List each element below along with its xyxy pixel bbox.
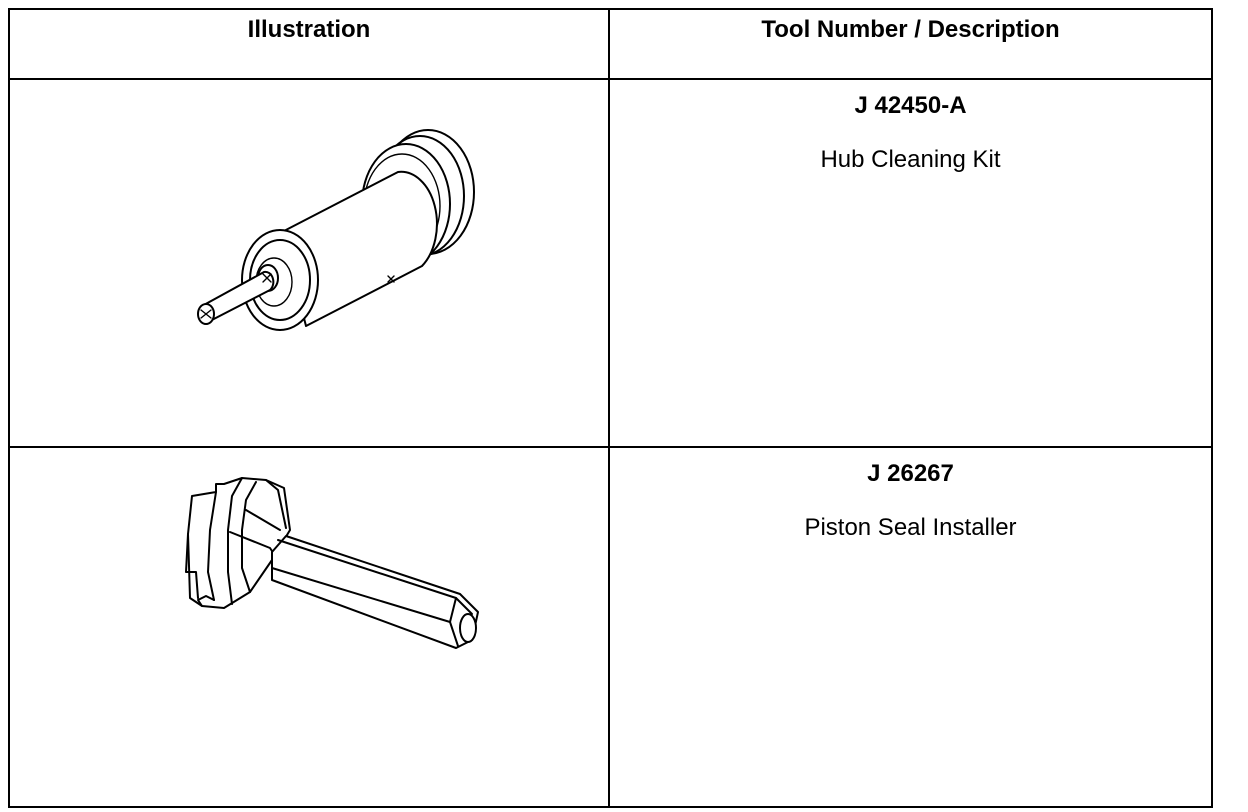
piston-seal-installer-icon — [185, 477, 479, 649]
tool-description: Piston Seal Installer — [804, 514, 1017, 541]
tool-cell: J 42450-A Hub Cleaning Kit — [608, 78, 1213, 448]
hub-cleaning-kit-icon — [197, 129, 475, 331]
tool-table: Illustration Tool Number / Description — [8, 8, 1213, 808]
illustration-cell — [8, 78, 610, 448]
tool-number: J 26267 — [867, 460, 954, 487]
table-row: J 42450-A Hub Cleaning Kit — [8, 78, 1213, 448]
table-row: J 26267 Piston Seal Installer — [8, 446, 1213, 808]
tool-cell: J 26267 Piston Seal Installer — [608, 446, 1213, 808]
tool-header: Tool Number / Description — [608, 8, 1213, 80]
header-row: Illustration Tool Number / Description — [8, 8, 1213, 80]
tool-number: J 42450-A — [854, 92, 967, 119]
illustration-header: Illustration — [8, 8, 610, 80]
tool-description: Hub Cleaning Kit — [820, 146, 1001, 173]
illustration-cell — [8, 446, 610, 808]
